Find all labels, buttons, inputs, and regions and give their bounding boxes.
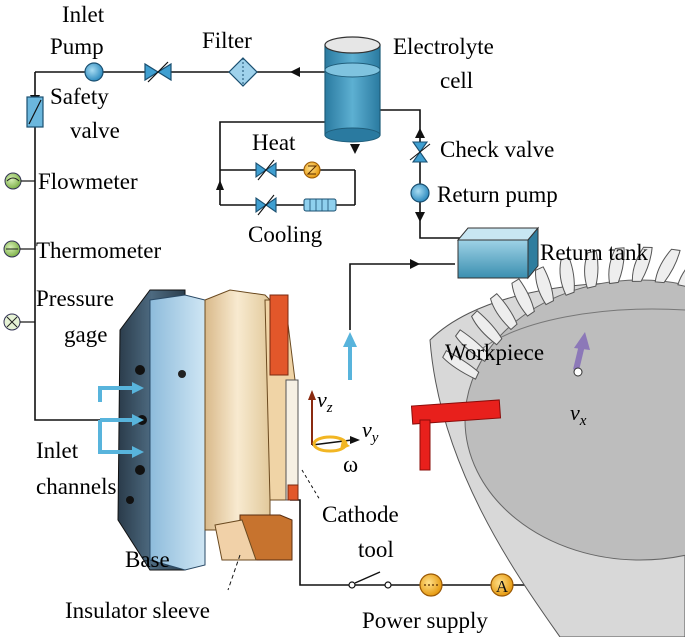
label-vy: vy (362, 417, 379, 446)
label-cathode: Cathode (322, 502, 399, 527)
blade (511, 278, 535, 317)
label-return-tank: Return tank (540, 240, 648, 265)
heat-valve-icon (255, 159, 277, 181)
blade (535, 266, 554, 306)
thermometer-icon (3, 240, 35, 258)
blade (654, 248, 681, 284)
base-assembly (117, 289, 206, 571)
blade (470, 310, 503, 346)
insulator-sleeve (214, 514, 293, 561)
label-flowmeter: Flowmeter (38, 169, 138, 194)
blade (608, 247, 625, 285)
motion-axes (308, 390, 360, 453)
blade (631, 246, 653, 282)
safety-valve-icon (26, 96, 44, 128)
blade (584, 250, 599, 289)
blade (442, 349, 480, 380)
blade (489, 293, 518, 331)
label-electrolyte: Electrolyte (393, 34, 494, 59)
cooler-icon (303, 198, 337, 212)
label-thermometer: Thermometer (36, 238, 162, 263)
label-return-pump: Return pump (437, 182, 558, 207)
power-supply-icon (419, 573, 443, 597)
filter-icon (228, 57, 258, 87)
label-inlet: Inlet (62, 2, 105, 27)
workpiece-blisk (410, 246, 685, 637)
inlet-channel-arrows (98, 382, 144, 458)
label-pressure: Pressure (36, 286, 114, 311)
ammeter-icon: A (490, 573, 514, 597)
text-labels: Inlet Pump Filter Electrolyte cell Safet… (36, 2, 648, 633)
ammeter-label: A (496, 577, 509, 596)
label-filter: Filter (202, 28, 252, 53)
blade (454, 329, 490, 362)
leader-lines (227, 469, 321, 591)
flowmeter-icon (4, 172, 35, 190)
inlet-valve-icon (144, 61, 172, 83)
label-insulator-sleeve: Insulator sleeve (65, 598, 210, 623)
electrolyte-cell (324, 36, 381, 143)
label-pump: Pump (50, 34, 104, 59)
pressure-gage-icon (3, 313, 35, 331)
label-inlet-channels-2: channels (36, 474, 117, 499)
inlet-pump-icon (84, 62, 104, 82)
label-check-valve: Check valve (440, 137, 554, 162)
label-cell: cell (440, 68, 473, 93)
label-vz: vz (317, 387, 333, 416)
label-gage: gage (64, 322, 107, 347)
label-omega: ω (343, 452, 358, 477)
label-power-supply: Power supply (362, 608, 488, 633)
heater-icon (303, 161, 321, 179)
return-flow-arrow (343, 332, 357, 380)
label-inlet-channels-1: Inlet (36, 438, 79, 463)
label-cooling: Cooling (248, 222, 323, 247)
check-valve-icon (409, 141, 431, 163)
label-tool: tool (358, 537, 394, 562)
label-valve: valve (70, 118, 120, 143)
return-tank (456, 226, 540, 280)
label-workpiece: Workpiece (445, 340, 544, 365)
label-base: Base (125, 547, 170, 572)
label-safety: Safety (50, 84, 109, 109)
return-pump-icon (410, 183, 430, 203)
tool-body (178, 289, 299, 531)
switch-icon (348, 571, 392, 589)
label-vx: vx (570, 400, 587, 429)
blade (559, 256, 575, 296)
blade (677, 269, 685, 287)
label-heat: Heat (252, 130, 296, 155)
cooling-valve-icon (255, 194, 277, 216)
feed-arrow-vx (573, 332, 590, 377)
